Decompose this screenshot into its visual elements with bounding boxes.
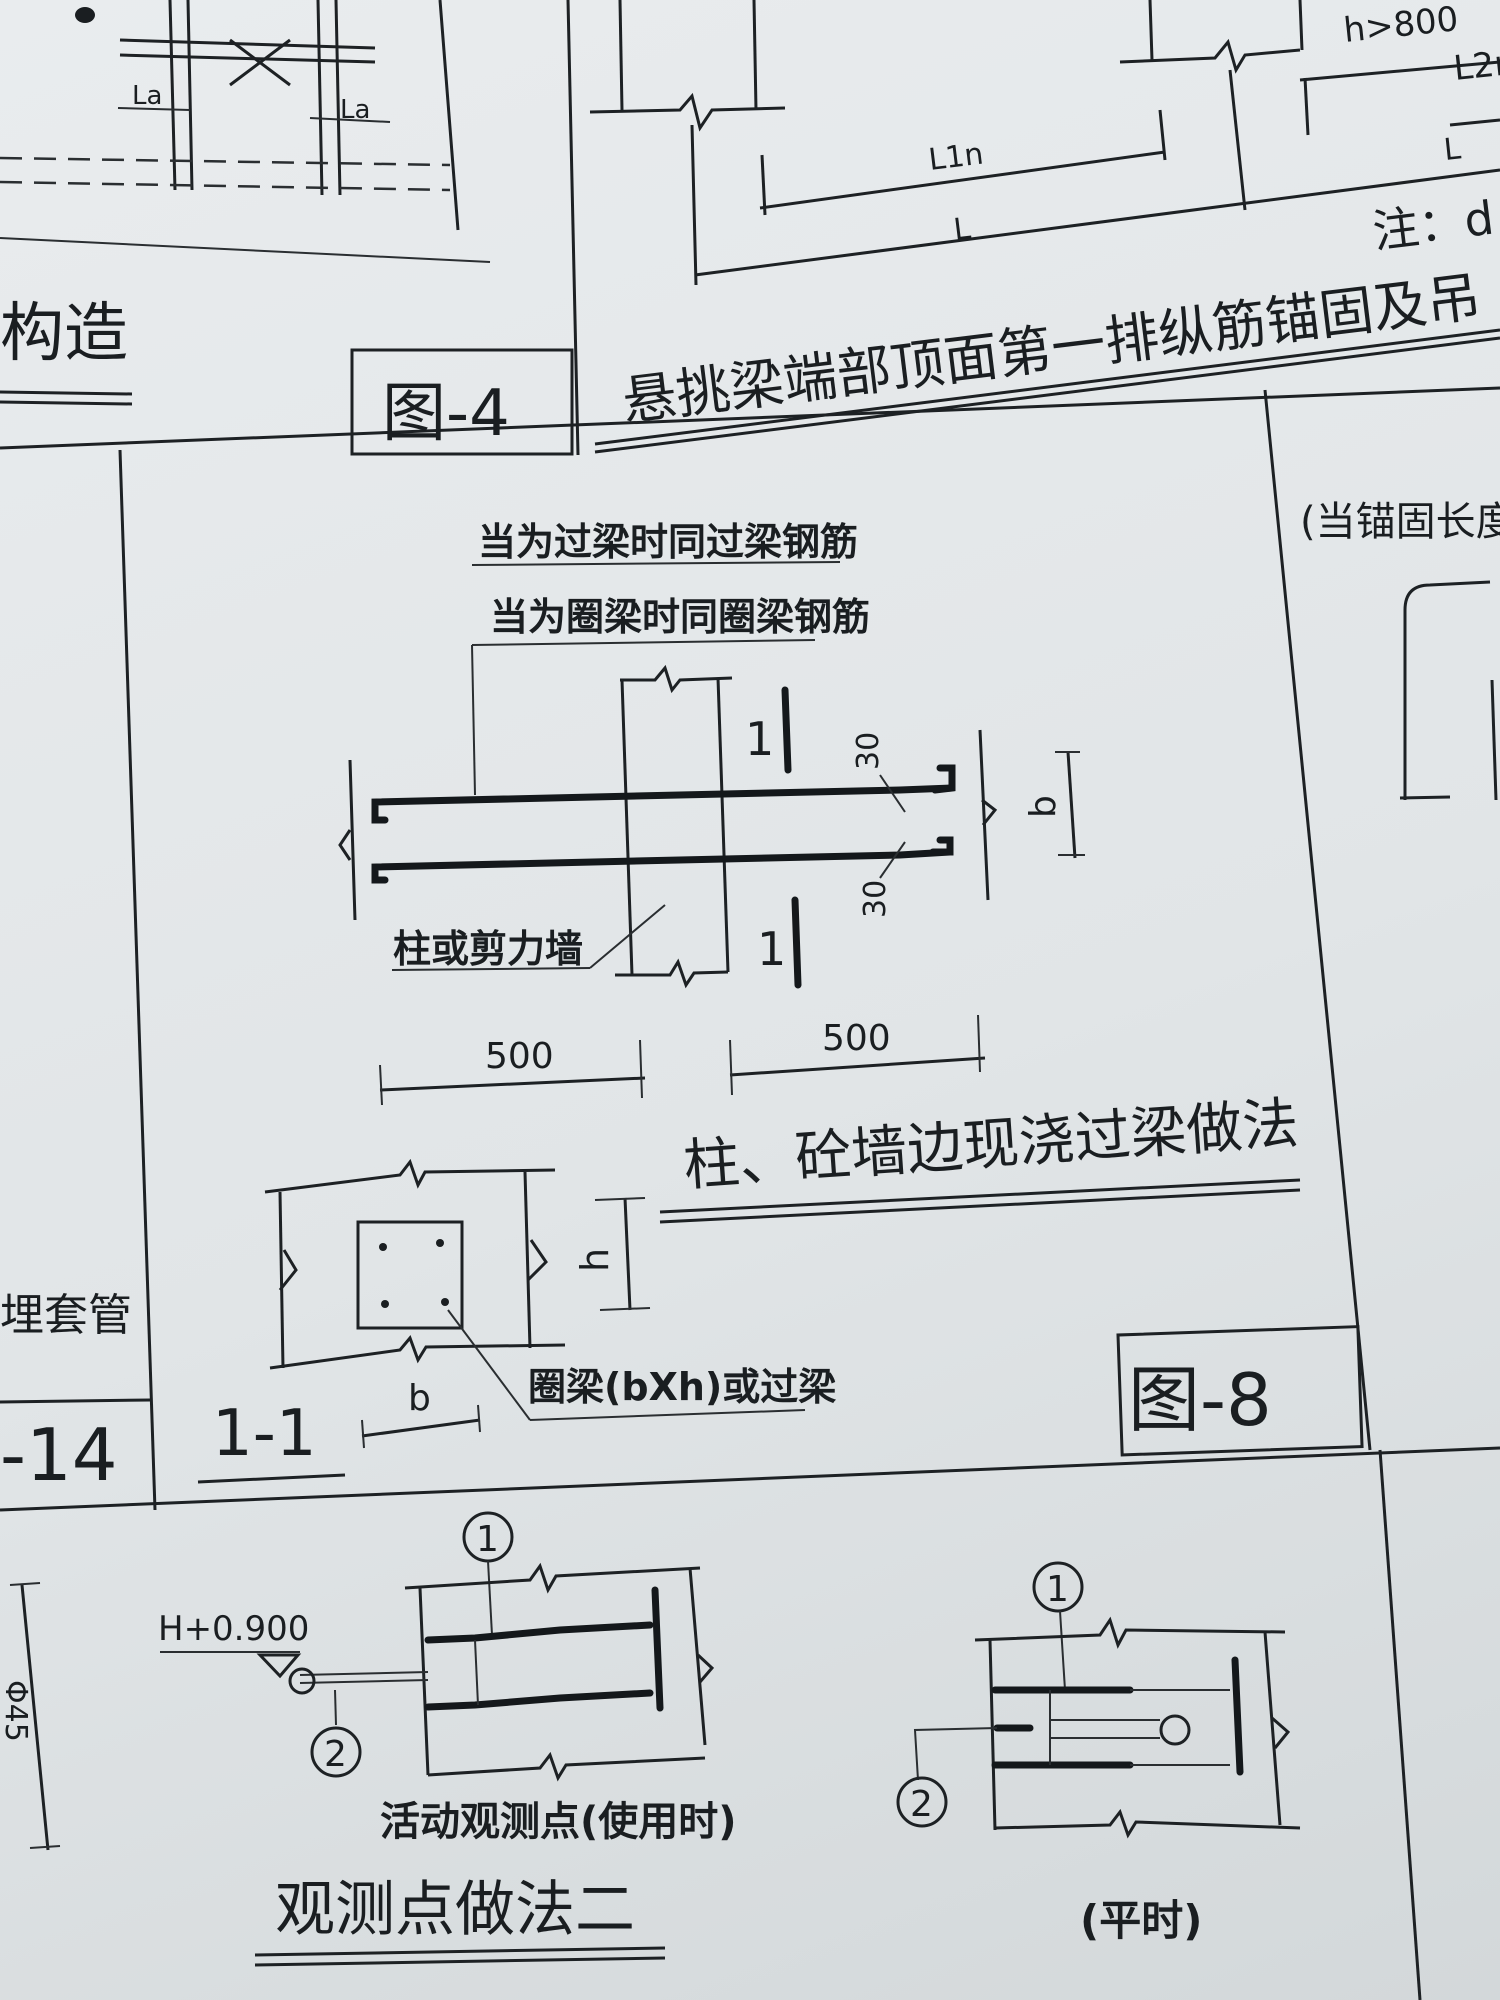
ringbeam-section <box>356 1220 464 1330</box>
section-mark-top: 1 <box>745 712 774 766</box>
section-mark-bottom: 1 <box>757 922 786 976</box>
sleeve-label: 埋套管 <box>0 1290 132 1341</box>
label-column-wall: 柱或剪力墙 <box>393 927 583 971</box>
dim-500-right: 500 <box>822 1018 891 1059</box>
caption-normal: (平时) <box>1080 1896 1202 1945</box>
dim-500-left: 500 <box>485 1036 554 1077</box>
fig8-elevation: 当为过梁时同过梁钢筋 当为圈梁时同圈梁钢筋 1 1 30 30 <box>338 520 1300 1224</box>
label-lintel-rebar: 当为过梁时同过梁钢筋 <box>478 520 858 564</box>
label-ringbeam-rebar: 当为圈梁时同圈梁钢筋 <box>490 595 870 639</box>
fig4-number-box <box>350 348 574 456</box>
ringbeam-label: 圈梁(bXh)或过梁 <box>528 1365 836 1409</box>
fig4-panel: La La 构造 图-4 <box>0 0 574 456</box>
cantilever-panel: h>800 L2n L1n L L 注：d 悬挑梁端部顶面第一排纵筋锚固及吊 <box>589 0 1500 454</box>
h-condition: h>800 <box>1342 0 1460 51</box>
marker-2-normal <box>896 1776 948 1828</box>
dim-30-bottom: 30 <box>858 880 893 918</box>
section-title: 1-1 <box>212 1397 317 1471</box>
dim-l-end: L <box>1442 131 1463 168</box>
la-label-right: La <box>340 95 370 125</box>
cantilever-note: 注：d <box>1370 191 1497 259</box>
caption-active: 活动观测点(使用时) <box>380 1799 737 1845</box>
dim-l: L <box>952 211 973 248</box>
fig8-title: 柱、砼墙边现浇过梁做法 <box>681 1091 1300 1199</box>
fig8-number-box <box>1116 1325 1364 1457</box>
dim-b-elevation: b <box>1023 795 1064 818</box>
dim-l2n: L2n <box>1452 43 1500 89</box>
anchor-note: (当锚固长度 <box>1300 499 1500 545</box>
fig4-title-fragment: 构造 <box>0 297 128 371</box>
fig8-number: 图-8 <box>1128 1358 1272 1442</box>
observation-title: 观测点做法二 <box>275 1875 635 1945</box>
section-1-1: 圈梁(bXh)或过梁 h b 1-1 图-8 <box>197 1158 1364 1484</box>
dim-phi45: Φ45 <box>0 1680 33 1742</box>
marker-1-normal <box>1032 1561 1084 1613</box>
elevation-mark: H+0.900 <box>158 1609 309 1649</box>
observation-normal: 1 2 (平时) <box>896 1561 1301 1945</box>
la-label-left: La <box>132 81 162 111</box>
dim-l1n: L1n <box>927 137 986 178</box>
dim-b-section: b <box>408 1378 431 1419</box>
right-edge-panel: (当锚固长度 <box>1300 499 1500 801</box>
dim-30-top: 30 <box>851 732 886 770</box>
observation-active: 1 H+0.900 2 活动观测点(使用时) 观测点做法二 <box>158 1511 737 1967</box>
marker-1-active-text: 1 <box>476 1519 499 1560</box>
left-edge-panel: 埋套管 -14 Φ45 <box>0 1290 132 1851</box>
fig14-number: -14 <box>0 1413 118 1497</box>
fig4-number: 图-4 <box>382 377 510 451</box>
marker-2-active-text: 2 <box>324 1734 347 1775</box>
marker-1-normal-text: 1 <box>1046 1569 1069 1610</box>
marker-2-active <box>310 1726 362 1778</box>
marker-2-normal-text: 2 <box>910 1784 933 1825</box>
dim-h-section: h <box>573 1248 617 1272</box>
